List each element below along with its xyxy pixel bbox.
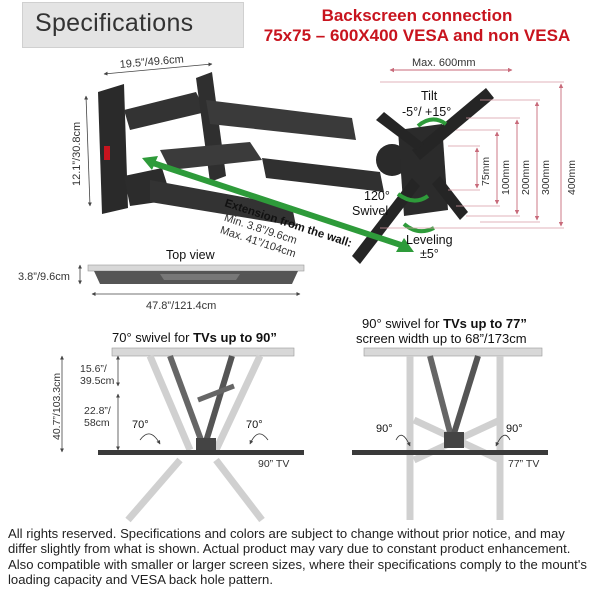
vesa-75-label: 75mm	[480, 157, 492, 186]
max-width-label: Max. 600mm	[412, 57, 476, 69]
swivel-left-angle-left: 70°	[132, 419, 149, 431]
leveling-arrow-icon	[402, 222, 435, 234]
vesa-100-label: 100mm	[500, 160, 512, 195]
swivel-left-tv-label: 90” TV	[258, 458, 289, 470]
arm-height-label: 12.1”/30.8cm	[71, 122, 83, 186]
swivel-left-title: 70° swivel for TVs up to 90”	[112, 330, 277, 345]
arm-width-dimension	[103, 62, 213, 76]
swivel-right-subtitle: screen width up to 68”/173cm	[356, 331, 527, 346]
arm-height-dimension	[84, 95, 92, 207]
swivel-left-upper-label-2: 39.5cm	[80, 375, 115, 387]
top-view-label: Top view	[166, 248, 216, 262]
swivel-right-angle-right: 90°	[506, 423, 523, 435]
vesa-200-label: 200mm	[520, 160, 532, 195]
swivel-arrow-icon	[396, 192, 430, 203]
top-view-illustration	[87, 264, 305, 284]
swivel-left-illustration	[98, 347, 304, 523]
swivel-label: Swivel	[352, 204, 388, 218]
tilt-arrow-icon	[416, 117, 448, 128]
swivel-right-illustration	[352, 347, 548, 520]
wall-mount-illustration	[98, 72, 494, 264]
vesa-300-label: 300mm	[540, 160, 552, 195]
swivel-angle: 120°	[364, 189, 390, 203]
footer-disclaimer: All rights reserved. Specifications and …	[8, 526, 587, 588]
swivel-left-lower-label-1: 22.8”/	[84, 405, 111, 417]
arm-width-label: 19.5”/49.6cm	[119, 53, 184, 71]
vesa-height-dimensions: 75mm 100mm 200mm 300mm 400mm	[380, 81, 578, 229]
leveling-label: Leveling	[406, 233, 453, 247]
swivel-left-height-label: 40.7”/103.3cm	[51, 373, 63, 440]
top-view-width-label: 47.8”/121.4cm	[146, 300, 216, 312]
swivel-left-lower-label-2: 58cm	[84, 417, 110, 429]
tilt-range: -5°/ +15°	[402, 105, 451, 119]
vesa-heading-line2: 75x75 – 600X400 VESA and non VESA	[263, 26, 571, 45]
extension-arrow	[142, 156, 414, 252]
title-panel: Specifications	[22, 2, 244, 48]
top-view-depth-label: 3.8”/9.6cm	[18, 271, 70, 283]
swivel-right-angle-left: 90°	[376, 423, 393, 435]
swivel-right-title: 90° swivel for TVs up to 77”	[362, 316, 527, 331]
swivel-left-upper-label-1: 15.6”/	[80, 363, 107, 375]
tilt-label: Tilt	[421, 89, 438, 103]
page-title: Specifications	[35, 9, 194, 37]
vesa-400-label: 400mm	[566, 160, 578, 195]
leveling-range: ±5°	[420, 247, 439, 261]
swivel-left-angle-right: 70°	[246, 419, 263, 431]
swivel-right-tv-label: 77” TV	[508, 458, 539, 470]
vesa-heading-line1: Backscreen connection	[321, 6, 513, 25]
